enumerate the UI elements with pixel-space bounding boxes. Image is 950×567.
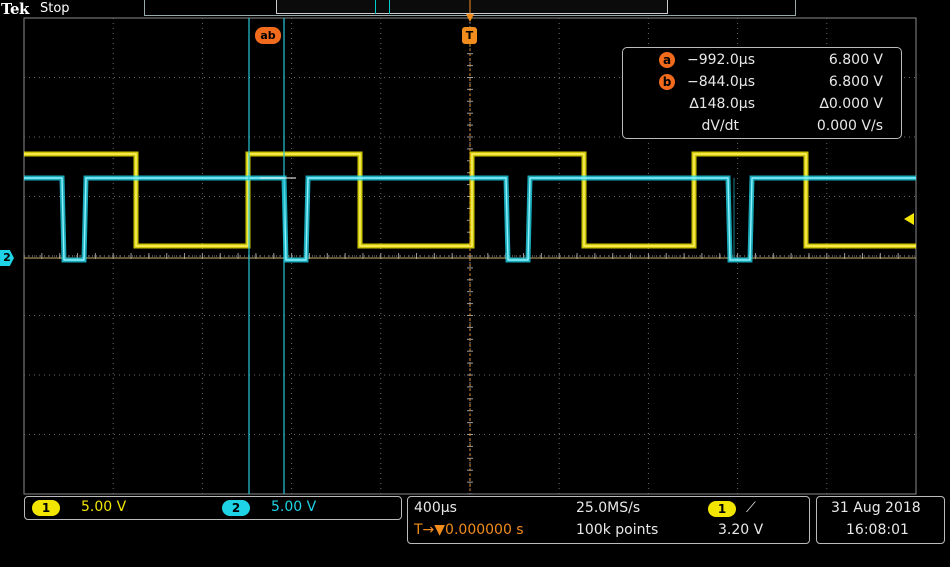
trigger-marker-label: T bbox=[465, 29, 474, 42]
trigger-down-arrow bbox=[466, 14, 474, 22]
datetime-panel: 31 Aug 2018 16:08:01 bbox=[816, 496, 945, 544]
channel-1-badge[interactable]: 1 bbox=[32, 500, 60, 516]
channel-2-scale[interactable]: 5.00 V bbox=[271, 499, 317, 515]
cursor-delta-voltage: ∆0.000 V bbox=[819, 96, 883, 112]
cursor-ab-marker[interactable]: ab bbox=[255, 27, 281, 44]
channel-2-badge[interactable]: 2 bbox=[222, 500, 250, 516]
waveform-traces bbox=[24, 151, 916, 263]
cursor-a-badge: a bbox=[659, 52, 675, 68]
screen-markers bbox=[248, 0, 914, 494]
cursor-delta-time: ∆148.0µs bbox=[689, 96, 755, 112]
cursor-b-row: b −844.0µs 6.800 V bbox=[623, 74, 901, 92]
brand-logo: Tek bbox=[1, 0, 29, 18]
channel-2-trace-core bbox=[24, 177, 916, 261]
cursor-delta-row: ∆148.0µs ∆0.000 V bbox=[623, 96, 901, 114]
trigger-position[interactable]: T→▼0.000000 s bbox=[414, 522, 524, 538]
cursor-b-badge: b bbox=[659, 74, 675, 90]
cursor-b-voltage: 6.800 V bbox=[828, 74, 883, 90]
channel-2-marker-label: 2 bbox=[3, 251, 11, 264]
cursor-a-row: a −992.0µs 6.800 V bbox=[623, 52, 901, 70]
cursor-readout-panel: a −992.0µs 6.800 V b −844.0µs 6.800 V ∆1… bbox=[622, 47, 902, 139]
channel-2-ground-marker[interactable]: 2 bbox=[0, 250, 14, 266]
channel-1-scale[interactable]: 5.00 V bbox=[81, 499, 127, 515]
cursor-a-time: −992.0µs bbox=[686, 52, 755, 68]
cursor-slope-value: 0.000 V/s bbox=[816, 118, 883, 134]
channel-1-trace-core bbox=[24, 153, 916, 247]
cursor-b-time: −844.0µs bbox=[686, 74, 755, 90]
trigger-position-marker[interactable]: T bbox=[462, 27, 477, 44]
time: 16:08:01 bbox=[846, 522, 909, 538]
cursor-ab-label: ab bbox=[260, 29, 276, 42]
trigger-slope-icon[interactable]: ⟋ bbox=[746, 500, 756, 516]
date: 31 Aug 2018 bbox=[831, 500, 921, 516]
horizontal-trigger-panel: 400µs 25.0MS/s T→▼0.000000 s 100k points… bbox=[407, 496, 810, 544]
timebase-scale[interactable]: 400µs bbox=[414, 500, 457, 516]
acquisition-state: Stop bbox=[40, 1, 70, 16]
cursor-slope-label: dV/dt bbox=[701, 118, 739, 134]
trigger-source-badge[interactable]: 1 bbox=[708, 501, 736, 517]
trigger-level-marker bbox=[904, 213, 914, 225]
sample-rate: 25.0MS/s bbox=[576, 500, 641, 516]
trigger-level[interactable]: 3.20 V bbox=[718, 522, 764, 538]
cursor-a-voltage: 6.800 V bbox=[828, 52, 883, 68]
record-view-window[interactable] bbox=[276, 0, 668, 14]
record-length: 100k points bbox=[576, 522, 659, 538]
channel-scale-panel: 1 5.00 V 2 5.00 V bbox=[24, 496, 402, 520]
record-cursor-a-tick bbox=[375, 0, 376, 14]
record-cursor-b-tick bbox=[389, 0, 390, 14]
cursor-slope-row: dV/dt 0.000 V/s bbox=[623, 118, 901, 136]
